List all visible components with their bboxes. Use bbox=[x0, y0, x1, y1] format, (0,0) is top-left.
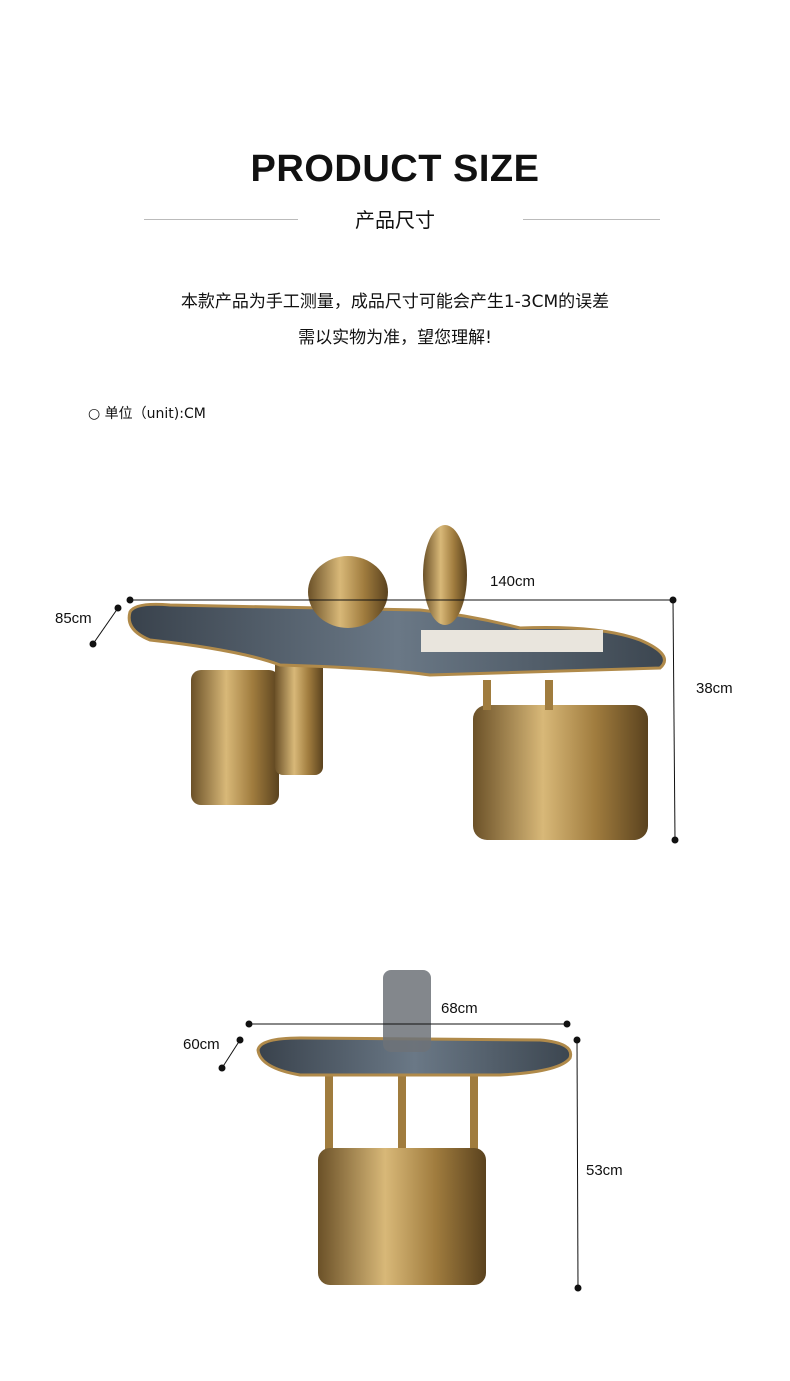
large-coffee-table bbox=[127, 525, 666, 840]
large-height-label: 38cm bbox=[696, 680, 733, 697]
divider-left bbox=[144, 219, 298, 220]
large-width-label: 140cm bbox=[490, 573, 536, 590]
page-title: PRODUCT SIZE bbox=[250, 148, 540, 190]
divider-right bbox=[523, 219, 660, 220]
note-line-1: 本款产品为手工测量，成品尺寸可能会产生1-3CM的误差 bbox=[180, 292, 610, 312]
unit-label: ○ 单位（unit):CM bbox=[88, 406, 206, 422]
note-line-2: 需以实物为准，望您理解! bbox=[298, 328, 492, 348]
side-dimension-lines bbox=[218, 1020, 582, 1292]
large-depth-label: 85cm bbox=[55, 610, 92, 627]
page-subtitle: 产品尺寸 bbox=[355, 208, 435, 232]
side-width-label: 68cm bbox=[441, 1000, 478, 1017]
side-height-label: 53cm bbox=[586, 1162, 623, 1179]
side-table bbox=[256, 970, 573, 1285]
side-depth-label: 60cm bbox=[183, 1036, 220, 1053]
large-dimension-lines bbox=[89, 596, 679, 844]
